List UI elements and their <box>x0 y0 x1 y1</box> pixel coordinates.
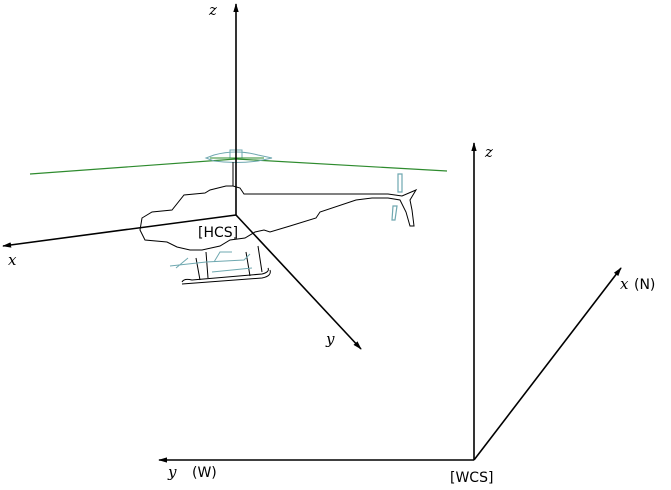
wcs-x-direction: (N) <box>634 277 655 293</box>
wcs-origin-label: [WCS] <box>450 470 493 486</box>
wcs-frame: z x (N) y (W) [WCS] <box>158 142 655 486</box>
hcs-z-label: z <box>208 1 217 19</box>
hcs-x-label: x <box>8 251 17 269</box>
wcs-y-direction: (W) <box>192 465 217 481</box>
wcs-x-label: x <box>620 275 629 293</box>
hcs-frame: z x y [HCS] <box>2 1 362 350</box>
wcs-y-label: y <box>167 463 177 481</box>
hcs-origin-label: [HCS] <box>198 225 238 241</box>
hcs-y-axis <box>235 214 362 350</box>
wcs-x-axis <box>473 267 622 461</box>
landing-gear <box>169 245 271 285</box>
fuselage-outline <box>139 185 418 251</box>
tail-rotor-detail <box>391 173 403 221</box>
main-rotor-blade-right <box>235 158 448 172</box>
wcs-z-label: z <box>484 143 493 161</box>
helicopter-figure <box>29 149 448 285</box>
hcs-y-label: y <box>325 330 335 348</box>
rotor-hub <box>204 149 273 188</box>
main-rotor-blade-left <box>29 158 237 175</box>
hcs-x-axis <box>2 214 237 248</box>
